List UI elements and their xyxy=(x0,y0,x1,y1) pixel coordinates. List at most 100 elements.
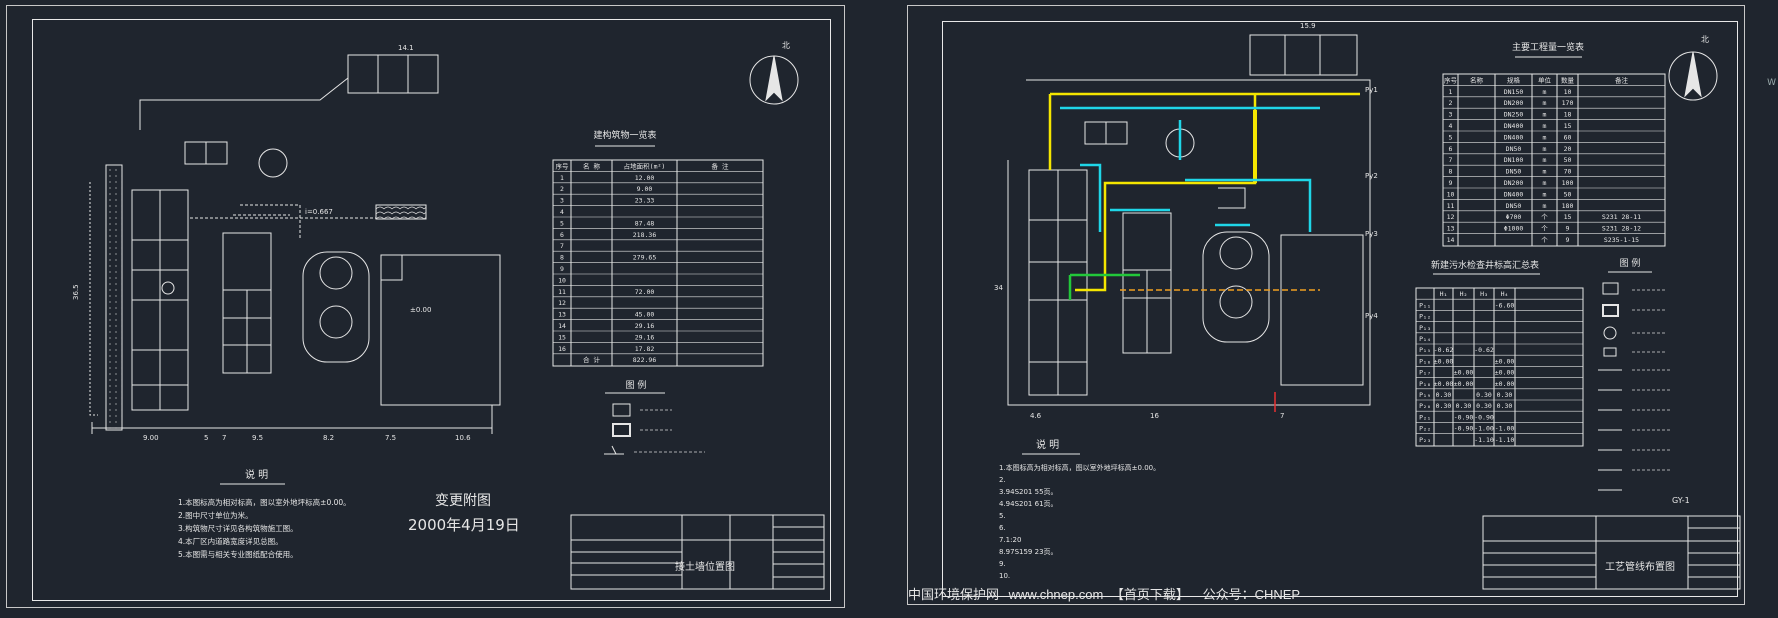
qty-table-cell: DN400 xyxy=(1504,190,1524,198)
left-table-cell: 15 xyxy=(558,333,566,341)
change-note: 变更附图 xyxy=(435,493,491,509)
dim-bottom-6: 7.5 xyxy=(385,434,396,442)
qty-table-cell: 10 xyxy=(1564,88,1572,96)
qty-table-cell: m xyxy=(1543,122,1547,130)
left-table-cell: 87.48 xyxy=(635,219,655,227)
elev-table-cell: -1.00 xyxy=(1474,425,1494,433)
qty-table-cell: m xyxy=(1543,156,1547,164)
left-table-header-cell: 名 称 xyxy=(583,161,600,170)
left-table-cell: 1 xyxy=(560,174,564,182)
qty-table-cell: m xyxy=(1543,168,1547,176)
qty-table-cell: S235-1-15 xyxy=(1604,236,1639,244)
elev-table-cell: -0.90 xyxy=(1454,413,1474,421)
elev-table-cell: -0.62 xyxy=(1474,346,1494,354)
qty-table-cell: 180 xyxy=(1562,202,1574,210)
elevation-leader: ±0.00 xyxy=(410,306,431,314)
elev-table-cell: P₂₂ xyxy=(1419,425,1431,433)
elev-table-cell: -0.90 xyxy=(1474,413,1494,421)
qty-table-cell: DN200 xyxy=(1504,179,1524,187)
qty-table-cell: 个 xyxy=(1541,236,1548,244)
left-table-cell: 17.82 xyxy=(635,345,655,353)
elev-table-cell: P₁₄ xyxy=(1419,335,1431,343)
right-note-4: 4.94S201 61页。 xyxy=(999,500,1058,508)
qty-table-cell: m xyxy=(1543,190,1547,198)
elev-table-cell: 0.30 xyxy=(1476,402,1492,410)
dim-bottom-2: 5 xyxy=(204,434,208,442)
qty-table-cell: 60 xyxy=(1564,133,1572,141)
qty-table-cell: S231 28-11 xyxy=(1602,213,1641,221)
qty-table-header-cell: 名称 xyxy=(1470,75,1484,84)
elev-table-title: 新建污水检查井标高汇总表 xyxy=(1431,259,1539,271)
right-pipe-plan: 北 xyxy=(1007,34,1718,406)
pipe-label-py1: Py1 xyxy=(1365,86,1378,94)
qty-table-cell: DN50 xyxy=(1506,168,1522,176)
left-table-header-cell: 序号 xyxy=(556,161,570,170)
elev-table-cell: 0.30 xyxy=(1436,402,1452,410)
left-table-cell: 45.00 xyxy=(635,311,655,319)
qty-table-cell: DN400 xyxy=(1504,122,1524,130)
elev-table-cell: P₁₆ xyxy=(1419,357,1431,365)
right-dim-2: 16 xyxy=(1150,412,1159,420)
qty-table-cell: Φ1000 xyxy=(1504,225,1524,233)
left-table-cell: 12 xyxy=(558,299,566,307)
left-table-cell: 822.96 xyxy=(633,356,657,364)
left-notes: 说 明 1.本图标高为相对标高，图以室外地坪标高±0.00。 2.图中尺寸单位为… xyxy=(178,468,520,559)
left-table-cell: 5 xyxy=(560,219,564,227)
elev-table-cell: P₁₂ xyxy=(1419,313,1431,321)
right-sheet-frame xyxy=(907,5,1745,605)
qty-table-cell: 8 xyxy=(1449,168,1453,176)
elev-table-cell: P₁₅ xyxy=(1419,346,1431,354)
qty-table-cell: 6 xyxy=(1449,145,1453,153)
elev-table-header-cell: H₃ xyxy=(1480,290,1488,298)
qty-table-cell: m xyxy=(1543,145,1547,153)
watermark-url[interactable]: www.chnep.com xyxy=(1008,587,1104,602)
elev-table-cell: -1.10 xyxy=(1495,436,1515,444)
qty-table-cell: m xyxy=(1543,88,1547,96)
qty-table-cell: DN400 xyxy=(1504,133,1524,141)
qty-table-cell: DN250 xyxy=(1504,111,1524,119)
left-building-table: 建构筑物一览表 xyxy=(552,129,764,367)
qty-table-header-cell: 备注 xyxy=(1615,75,1629,84)
left-note-2: 2.图中尺寸单位为米。 xyxy=(178,510,253,520)
qty-table-cell: m xyxy=(1543,133,1547,141)
pipe-slope-label: i=0.667 xyxy=(305,208,333,216)
svg-text:36.5: 36.5 xyxy=(72,284,80,300)
source-watermark: 中国环境保护网 www.chnep.com 【首页下载】 公众号：CHNEP xyxy=(908,584,1300,603)
left-table-cell: 3 xyxy=(560,197,564,205)
elev-table-cell: 0.30 xyxy=(1456,402,1472,410)
elev-table-header-cell: H₄ xyxy=(1501,290,1509,298)
elev-table-cell: ±0.00 xyxy=(1434,380,1454,388)
left-table-cell: 12.00 xyxy=(635,174,655,182)
left-table-cell: 14 xyxy=(558,322,566,330)
left-table-cell: 7 xyxy=(560,242,564,250)
left-table-cell: 23.33 xyxy=(635,197,655,205)
right-legend-title: 图 例 xyxy=(1620,257,1641,269)
dim-bottom-1: 9.00 xyxy=(143,434,159,442)
watermark-free: 【首页下载】 xyxy=(1110,587,1189,602)
elev-table-cell: -0.62 xyxy=(1434,346,1454,354)
left-table-cell: 4 xyxy=(560,208,564,216)
left-notes-title: 说 明 xyxy=(245,468,268,481)
qty-table-cell: m xyxy=(1543,111,1547,119)
right-colored-pipes xyxy=(1048,92,1360,412)
qty-table-cell: 10 xyxy=(1447,190,1455,198)
qty-table-cell: DN50 xyxy=(1506,145,1522,153)
qty-table-cell: 11 xyxy=(1447,202,1455,210)
elev-table-cell: ±0.00 xyxy=(1434,357,1454,365)
dim-bottom-5: 8.2 xyxy=(323,434,334,442)
qty-table-header-cell: 序号 xyxy=(1444,75,1458,84)
elev-table-cell: ±0.00 xyxy=(1495,380,1515,388)
watermark-org: 中国环境保护网 xyxy=(908,587,1000,602)
elev-table-cell: -6.60 xyxy=(1495,301,1515,309)
right-note-5: 5. xyxy=(999,512,1006,520)
right-notes-title: 说 明 xyxy=(1036,438,1059,451)
left-table-cell: 13 xyxy=(558,311,566,319)
right-dim-1: 4.6 xyxy=(1030,412,1042,420)
north-arrow-left: 北 xyxy=(749,41,799,105)
qty-table-header-cell: 规格 xyxy=(1507,75,1521,84)
left-table-cell: 9.00 xyxy=(637,185,653,193)
svg-text:北: 北 xyxy=(1701,35,1709,44)
elev-table-header-cell: H₂ xyxy=(1460,290,1468,298)
elev-table-cell: 0.30 xyxy=(1476,391,1492,399)
